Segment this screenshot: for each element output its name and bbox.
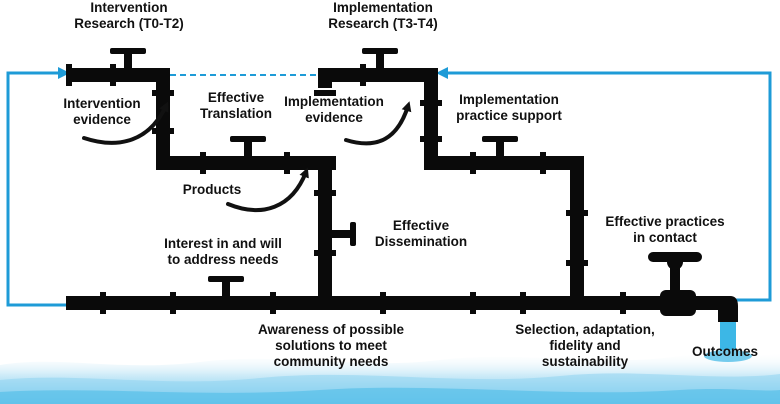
curved-arrow-icon <box>82 101 169 145</box>
products-label: Products <box>182 182 242 197</box>
valve-handle-icon <box>230 136 266 158</box>
pipe-joints <box>66 64 626 314</box>
curved-arrow-icon <box>344 101 412 146</box>
outcomes-label: Outcomes <box>691 344 759 359</box>
valve-handle-icon <box>110 48 146 70</box>
selection-adaptation-label: Selection, adaptation, fidelity and sust… <box>515 322 655 369</box>
effective-dissemination-label: Effective Dissemination <box>374 218 468 249</box>
effective-practices-label: Effective practices in contact <box>605 214 725 245</box>
valve-handle-icon <box>362 48 398 70</box>
left-feedback-arrow-icon <box>58 67 70 79</box>
feedback-loop <box>6 71 772 307</box>
effective-translation-label: Effective Translation <box>199 90 272 121</box>
water-drop-icon <box>704 322 752 362</box>
implementation-practice-support-label: Implementation practice support <box>456 92 562 123</box>
right-feedback-arrow-icon <box>436 67 448 79</box>
implementation-research-label: Implementation Research (T3-T4) <box>328 0 438 31</box>
awareness-label: Awareness of possible solutions to meet … <box>257 322 405 369</box>
intervention-evidence-label: Intervention evidence <box>63 96 141 127</box>
valve-handle-icon <box>482 136 518 158</box>
valve-handle-icon <box>332 222 356 246</box>
implementation-evidence-label: Implementation evidence <box>284 94 384 125</box>
interest-and-will-label: Interest in and will to address needs <box>164 236 282 267</box>
right-feedback-line <box>440 71 772 302</box>
water-background <box>0 352 780 404</box>
valve-handle-icon <box>208 276 244 298</box>
curved-arrow-icon <box>226 167 309 213</box>
faucet-icon <box>648 252 738 322</box>
left-feedback-line <box>6 71 66 307</box>
intervention-research-label: Intervention Research (T0-T2) <box>74 0 184 31</box>
